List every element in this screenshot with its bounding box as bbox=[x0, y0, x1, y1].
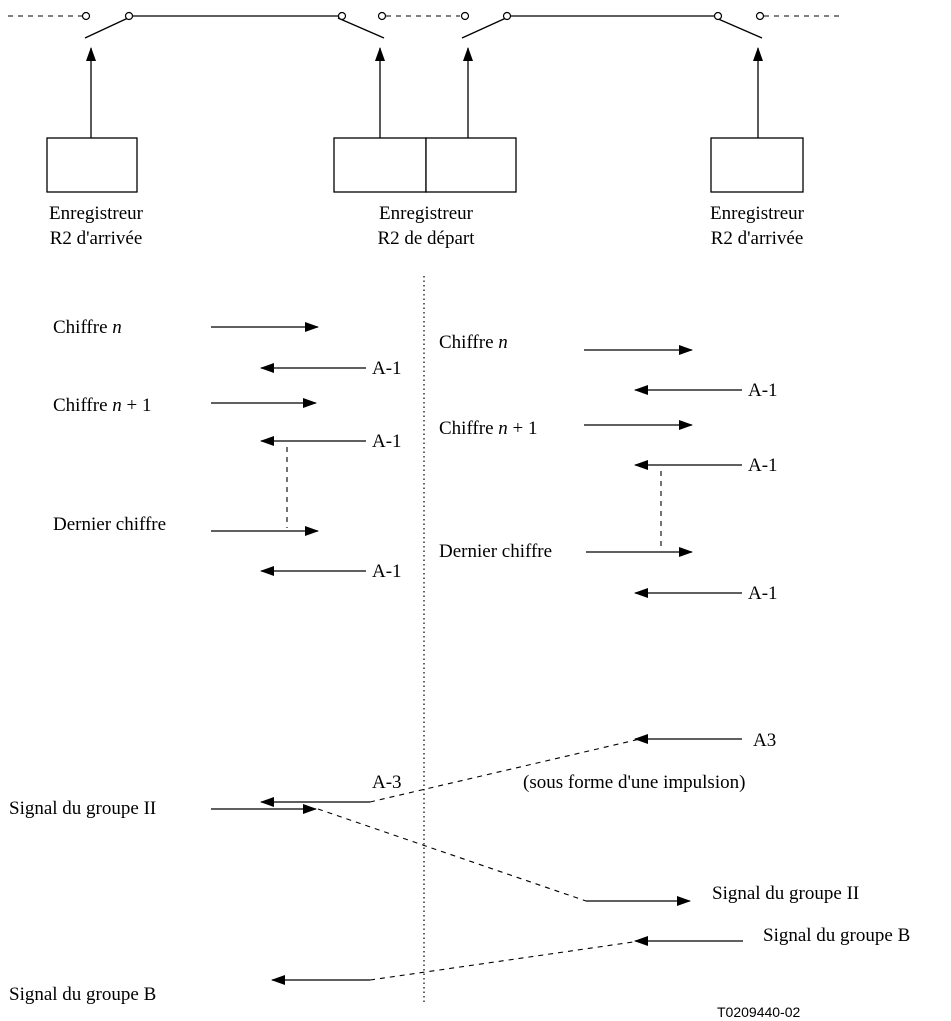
right-ack1-label: A-1 bbox=[748, 380, 778, 401]
left-last-digit-label: Dernier chiffre bbox=[53, 514, 166, 535]
left-group-b-label: Signal du groupe B bbox=[9, 984, 156, 1005]
register-right-line2: R2 d'arrivée bbox=[711, 228, 804, 249]
left-ack3-label: A-1 bbox=[372, 561, 402, 582]
right-sequence: Chiffre n A-1 Chiffre n + 1 A-1 Dernier … bbox=[439, 332, 910, 946]
register-right-line1: Enregistreur bbox=[710, 203, 805, 224]
left-ack2-label: A-1 bbox=[372, 431, 402, 452]
register-box-left bbox=[46, 137, 138, 193]
figure-code: T0209440-02 bbox=[717, 1004, 801, 1020]
right-digit-n1-label: Chiffre n + 1 bbox=[439, 418, 538, 439]
a3-relay-link bbox=[369, 738, 641, 803]
control-arrows bbox=[86, 47, 763, 138]
right-ack2-label: A-1 bbox=[748, 455, 778, 476]
switch-middle-right bbox=[460, 11, 512, 39]
left-sequence: Chiffre n A-1 Chiffre n + 1 A-1 Dernier … bbox=[9, 317, 402, 1005]
register-middle-line1: Enregistreur bbox=[379, 203, 474, 224]
register-box-middle bbox=[333, 137, 517, 193]
right-ack3-label: A-1 bbox=[748, 583, 778, 604]
cross-links bbox=[317, 738, 641, 981]
group-ii-relay-link bbox=[317, 808, 587, 902]
right-digit-n-label: Chiffre n bbox=[439, 332, 508, 353]
left-a3-label: A-3 bbox=[372, 772, 402, 793]
register-left-line1: Enregistreur bbox=[49, 203, 144, 224]
left-digit-n-label: Chiffre n bbox=[53, 317, 122, 338]
switch-right bbox=[713, 11, 765, 39]
right-group-b-label: Signal du groupe B bbox=[763, 925, 910, 946]
left-group-ii-label: Signal du groupe II bbox=[9, 798, 156, 819]
right-group-ii-label: Signal du groupe II bbox=[712, 883, 859, 904]
register-middle-line2: R2 de départ bbox=[377, 228, 475, 249]
register-box-right bbox=[710, 137, 804, 193]
register-left-line2: R2 d'arrivée bbox=[50, 228, 143, 249]
right-a3-label: A3 bbox=[753, 730, 776, 751]
right-last-digit-label: Dernier chiffre bbox=[439, 541, 552, 562]
switch-left bbox=[81, 11, 134, 39]
left-digit-n1-label: Chiffre n + 1 bbox=[53, 395, 152, 416]
right-a3-note: (sous forme d'une impulsion) bbox=[523, 772, 745, 793]
switch-middle-left bbox=[337, 11, 387, 39]
group-b-relay-link bbox=[369, 940, 641, 981]
left-ack1-label: A-1 bbox=[372, 358, 402, 379]
